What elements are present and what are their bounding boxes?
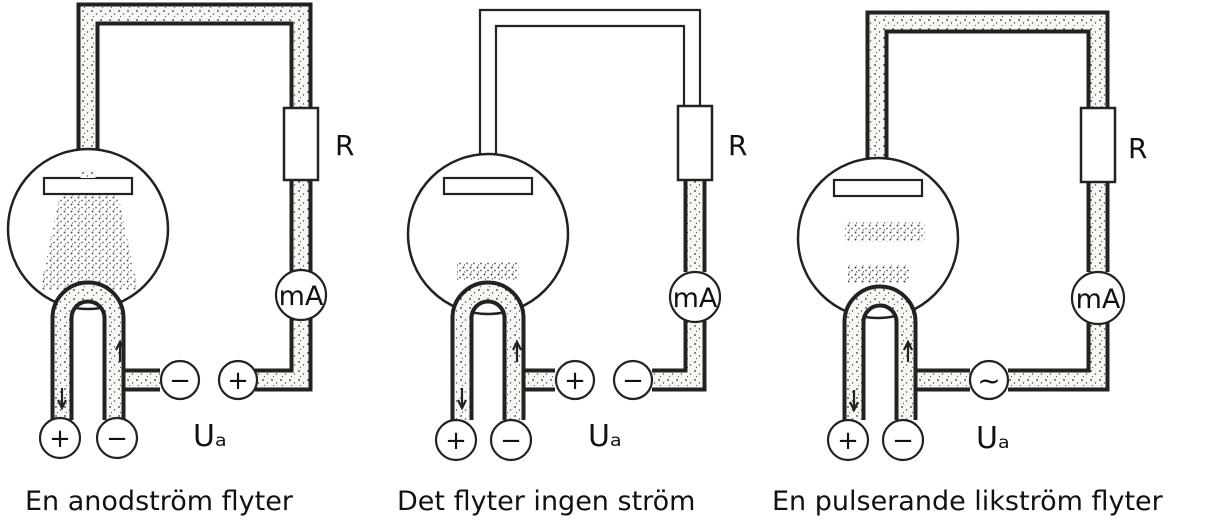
filament-terminal-minus [95, 416, 139, 460]
filament-terminal-minus [489, 418, 533, 462]
anode-plate [832, 178, 924, 198]
meter-label: mA [1076, 284, 1121, 315]
resistor [1079, 106, 1117, 184]
panel-caption: En anodström flyter [25, 486, 294, 517]
panel-2: R mA + − Uₐ + − Det flyter ingen ström [397, 8, 747, 517]
panel-caption: Det flyter ingen ström [397, 486, 695, 517]
filament-terminal-plus-sign: + [445, 426, 467, 456]
arrow-up-icon [512, 339, 522, 362]
source-terminal-right [217, 359, 259, 401]
source-terminal-left [159, 359, 201, 401]
filament-terminal-minus-sign: − [106, 424, 128, 454]
milliammeter [668, 270, 722, 324]
electron-pulse [845, 222, 925, 242]
filament-terminal-plus [434, 418, 478, 462]
arrow-up-icon [903, 339, 913, 362]
filament [50, 280, 126, 420]
filament-terminal-plus-sign: + [49, 424, 71, 454]
arrow-down-icon [849, 390, 859, 413]
filament-terminal-plus [38, 416, 82, 460]
panel-caption: En pulserande likström flyter [772, 486, 1164, 517]
filament-terminal-minus-sign: − [892, 426, 914, 456]
filament-terminal-plus-sign: + [837, 426, 859, 456]
panel-1: R mA − + Uₐ + − En anodström flyter [6, 2, 354, 517]
resistor [676, 104, 714, 182]
filament-terminal-minus [881, 418, 925, 462]
resistor-label: R [335, 129, 354, 162]
meter-to-source-wire [652, 318, 707, 392]
voltage-label: Uₐ [588, 419, 622, 454]
anode-plate [442, 176, 534, 196]
space-charge [848, 265, 910, 283]
arrow-down-icon [457, 388, 467, 411]
anode-wire [478, 8, 702, 178]
meter-label: mA [279, 281, 324, 312]
resistor [282, 106, 320, 182]
voltage-label: Uₐ [976, 421, 1010, 456]
arrow-down-icon [57, 388, 67, 411]
resistor-label: R [728, 129, 747, 162]
source-terminal-right [612, 359, 654, 401]
milliammeter [274, 268, 328, 322]
meter-to-source-wire [255, 318, 313, 392]
meter-to-source-wire [1008, 322, 1110, 392]
anode-wire [865, 10, 1110, 178]
filament [450, 280, 526, 420]
voltage-label: Uₐ [193, 419, 227, 454]
filament [842, 284, 918, 420]
ac-source [968, 359, 1010, 401]
space-charge [457, 262, 519, 280]
electron-flow [40, 194, 138, 290]
source-terminal-left-sign: − [169, 366, 191, 396]
anode-plate [42, 176, 134, 196]
filament-terminal-minus-sign: − [500, 426, 522, 456]
source-terminal-right-sign: + [227, 366, 249, 396]
milliammeter [1070, 270, 1126, 326]
resistor-label: R [1128, 132, 1147, 165]
filament-terminal-plus [826, 418, 870, 462]
ac-source-symbol: ~ [977, 364, 1000, 397]
panel-3: R mA ~ Uₐ + − En pulserande likström fly… [772, 10, 1164, 517]
source-terminal-right-sign: − [622, 366, 644, 396]
source-terminal-left [554, 359, 596, 401]
source-terminal-left-sign: + [564, 366, 586, 396]
arrow-up-icon [115, 339, 125, 362]
anode-wire [76, 2, 313, 178]
meter-label: mA [673, 283, 718, 314]
